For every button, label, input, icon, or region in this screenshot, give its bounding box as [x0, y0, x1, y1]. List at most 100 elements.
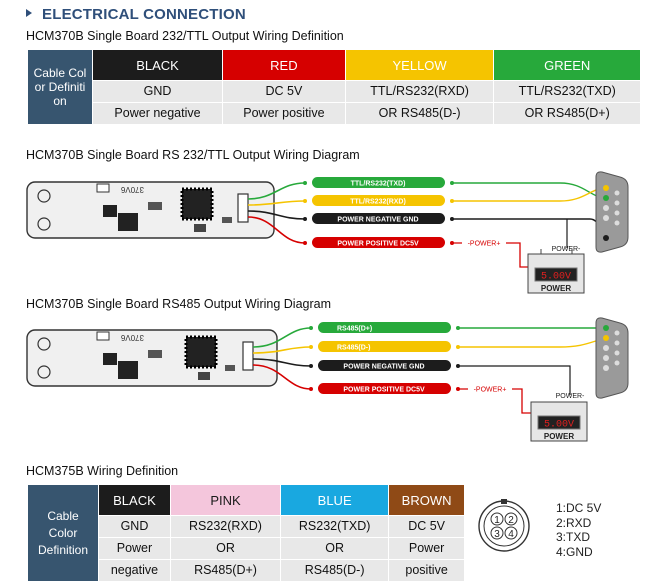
table1-cell: OR RS485(D-): [344, 102, 495, 125]
psu-top-label: POWER-: [552, 246, 581, 253]
wire-label: TTL/RS232(RXD): [350, 199, 406, 206]
table2-cell: RS485(D-): [280, 559, 390, 582]
mounting-hole-icon: [37, 189, 51, 203]
table2-cell: DC 5V: [388, 515, 465, 538]
table2-header-black: BLACK: [98, 484, 171, 516]
connector-pinout: 1 2 3 4: [478, 499, 530, 552]
pin-label: 1: [494, 515, 500, 526]
wire-red: [247, 216, 306, 244]
table2-header-blue: BLUE: [280, 484, 390, 516]
wire-black: [452, 218, 608, 239]
table2-cell: OR: [169, 537, 282, 560]
chip-icon: [118, 213, 138, 231]
diagram1-title: HCM370B Single Board RS 232/TTL Output W…: [26, 148, 360, 162]
wire-label-pill: [318, 341, 451, 352]
table1-cell: Power negative: [91, 102, 224, 125]
table1-header-red: RED: [222, 49, 346, 81]
connector-legend: 1:DC 5V 2:RXD 3:TXD 4:GND: [556, 501, 601, 559]
mcu-chip-icon: [180, 187, 214, 221]
psu-label: POWER: [544, 432, 574, 441]
table2-cell: positive: [388, 559, 465, 582]
wire-black: [247, 210, 306, 220]
pin-label: 2: [508, 515, 514, 526]
section-header: ELECTRICAL CONNECTION: [26, 6, 246, 23]
connector-header-icon: [242, 341, 254, 371]
table2-header-brown: BROWN: [388, 484, 465, 516]
diagram2-title: HCM370B Single Board RS485 Output Wiring…: [26, 297, 331, 311]
triangle-bullet-icon: [26, 9, 32, 17]
component-icon: [148, 202, 162, 210]
table1-label: Cable Color Definition: [33, 66, 87, 108]
wire-label: RS485(D+): [337, 326, 372, 333]
wire-label: POWER NEGATIVE GND: [343, 364, 424, 371]
table2-title: HCM375B Wiring Definition: [26, 464, 179, 478]
component-icon: [96, 331, 110, 341]
table1-header-yellow: YELLOW: [344, 49, 495, 81]
wire-label: POWER POSITIVE DC5V: [343, 387, 425, 394]
wire-green: [247, 182, 306, 200]
wire-label: TTL/RS232(TXD): [351, 181, 406, 188]
wire-label-pill: [312, 237, 445, 248]
section-title: ELECTRICAL CONNECTION: [42, 6, 246, 23]
chip-icon: [103, 205, 117, 217]
db9-connector-icon: [595, 317, 629, 399]
component-icon: [198, 372, 210, 380]
power-label: -POWER+: [474, 387, 507, 394]
table1-header-green: GREEN: [493, 49, 641, 81]
table2-cell: RS232(TXD): [280, 515, 390, 538]
table1-cell: DC 5V: [222, 80, 346, 103]
table1-cell: TTL/RS232(RXD): [344, 80, 495, 103]
mcu-chip-icon: [184, 335, 218, 369]
psu-label: POWER: [541, 284, 571, 293]
legend-item: 1:DC 5V: [556, 501, 602, 515]
wire-label-pill: [318, 360, 451, 371]
power-label: -POWER+: [468, 241, 501, 248]
wire-black: [252, 358, 312, 367]
board-mark: 370V6: [120, 333, 144, 342]
wire-label-pill: [312, 177, 445, 188]
component-icon: [194, 224, 206, 232]
connector-header-icon: [237, 193, 249, 223]
wire-green: [252, 327, 312, 348]
table1-title: HCM370B Single Board 232/TTL Output Wiri…: [26, 29, 344, 43]
wire-label-pill: [318, 322, 451, 333]
wire-yellow: [252, 346, 312, 354]
table1-label-cell: Cable Color Definition: [27, 49, 93, 125]
legend-item: 3:TXD: [556, 530, 591, 544]
table2-cell: GND: [98, 515, 171, 538]
wire-red: [252, 364, 312, 390]
pin-label: 3: [494, 529, 500, 540]
legend-item: 4:GND: [556, 544, 593, 559]
board-mark: 370V6: [120, 185, 144, 194]
table1-cell: Power positive: [222, 102, 346, 125]
component-icon: [96, 183, 110, 193]
wire-yellow: [247, 200, 306, 206]
chip-icon: [118, 361, 138, 379]
legend-item: 2:RXD: [556, 515, 592, 530]
table1-header-black: BLACK: [91, 49, 224, 81]
pin-label: 4: [508, 529, 514, 540]
table2-cell: Power: [98, 537, 171, 560]
table2-cell: negative: [98, 559, 171, 582]
chip-icon: [103, 353, 117, 365]
table2-header-pink: PINK: [169, 484, 282, 516]
component-icon: [222, 217, 232, 223]
wire-label: POWER POSITIVE DC5V: [337, 241, 419, 248]
table2-cell: OR: [280, 537, 390, 560]
table2-cell: Power: [388, 537, 465, 560]
wire-label: RS485(D-): [337, 345, 370, 352]
psu-display: 5.00V: [544, 420, 574, 431]
db9-connector-icon: [595, 171, 629, 253]
wire-label-pill: [312, 195, 445, 206]
table1-wiring-definition: Cable Color Definition BLACK RED YELLOW …: [27, 49, 641, 125]
component-icon: [148, 350, 162, 358]
psu-display: 5.00V: [541, 272, 571, 283]
wire-yellow: [458, 337, 608, 348]
table1-cell: TTL/RS232(TXD): [493, 80, 641, 103]
wire-label-pill: [312, 213, 445, 224]
psu-top-label: POWER-: [556, 393, 585, 400]
wire-yellow: [452, 187, 608, 202]
connector-key-icon: [501, 499, 507, 504]
component-icon: [225, 365, 235, 371]
wire-black-to-psu: [458, 365, 571, 395]
